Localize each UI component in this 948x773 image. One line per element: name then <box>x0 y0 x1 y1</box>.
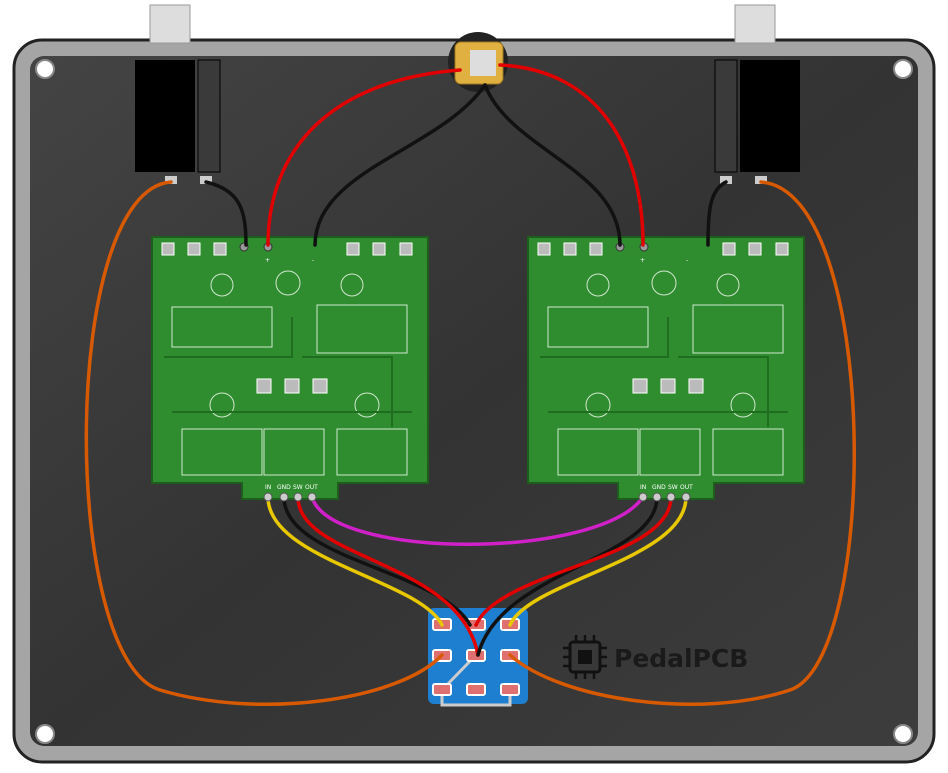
pad-label-out: OUT <box>680 484 693 491</box>
output-jack <box>714 4 800 184</box>
wire-out-right <box>508 495 688 627</box>
screw-hole-icon <box>35 59 55 79</box>
wire-gnd-left <box>282 495 472 627</box>
wire-power-ground <box>483 83 622 247</box>
pad-label-sw: SW <box>668 484 678 491</box>
wire-ground <box>204 180 248 247</box>
wire-input-jack <box>84 180 444 707</box>
screw-hole-icon <box>893 59 913 79</box>
pad-label-in: IN <box>265 484 271 491</box>
wire-in-left <box>266 495 444 627</box>
wire-power <box>266 68 462 247</box>
enclosure-interior <box>30 56 918 746</box>
pad-label-out: OUT <box>305 484 318 491</box>
wire-out-left <box>310 495 645 546</box>
screw-hole-icon <box>35 724 55 744</box>
power-minus-label: - <box>686 257 688 264</box>
input-jack <box>135 4 221 184</box>
chip-icon <box>563 635 607 679</box>
pad-label-sw: SW <box>293 484 303 491</box>
wire-power-ground <box>313 83 487 247</box>
brand-name: PedalPCB <box>614 644 748 673</box>
wire-sw-left <box>296 495 480 657</box>
pcb-left <box>151 236 429 500</box>
pad-label-in: IN <box>640 484 646 491</box>
power-plus-label: + <box>640 257 645 264</box>
wire-ground <box>706 180 728 247</box>
wire-output-jack <box>508 180 856 707</box>
wire-sw-right <box>474 495 673 627</box>
dc-power-jack <box>448 32 508 92</box>
power-minus-label: - <box>312 257 314 264</box>
pad-label-gnd: GND <box>652 484 666 491</box>
power-plus-label: + <box>265 257 270 264</box>
pad-label-gnd: GND <box>277 484 291 491</box>
pcb-right <box>527 236 805 500</box>
wire-power <box>498 63 645 247</box>
screw-hole-icon <box>893 724 913 744</box>
pedalpcb-logo: PedalPCB <box>563 635 748 679</box>
